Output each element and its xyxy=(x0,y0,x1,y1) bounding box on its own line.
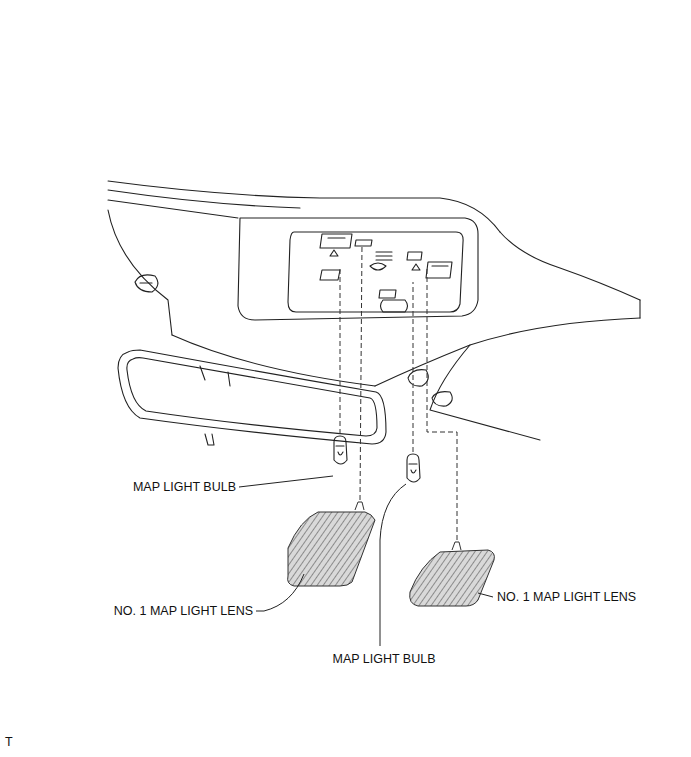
part-label: NO. 1 MAP LIGHT LENS xyxy=(497,590,636,605)
part-label: NO. 1 MAP LIGHT LENS xyxy=(114,604,253,619)
part-label: T xyxy=(5,735,13,750)
part-label: MAP LIGHT BULB xyxy=(133,480,236,495)
part-label: MAP LIGHT BULB xyxy=(332,652,435,667)
